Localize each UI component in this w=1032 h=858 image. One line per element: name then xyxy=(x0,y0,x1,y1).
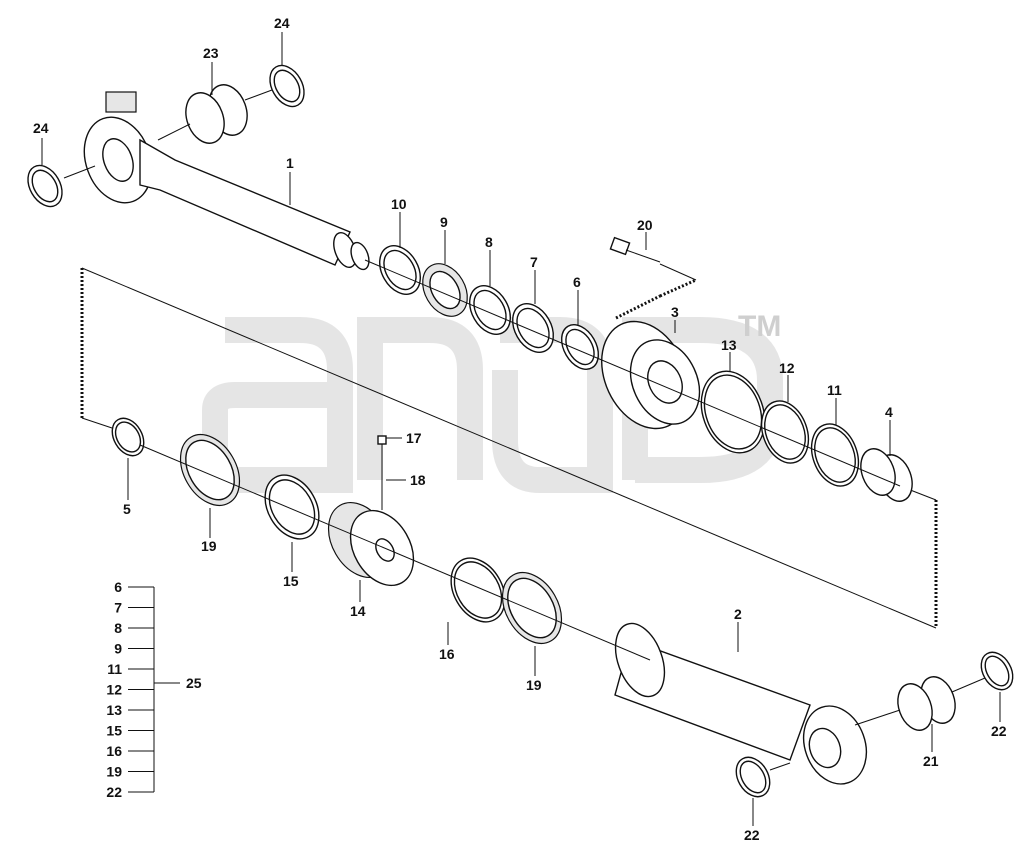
cylinder-barrel-part-2 xyxy=(614,622,868,785)
callout-13: 13 xyxy=(721,337,737,353)
kit-item-16: 16 xyxy=(106,743,122,759)
callout-19-left: 19 xyxy=(201,538,217,554)
callout-24-top: 24 xyxy=(274,15,290,31)
kit-item-6: 6 xyxy=(114,579,122,595)
callout-16: 16 xyxy=(439,646,455,662)
callout-22-right: 22 xyxy=(991,723,1007,739)
seal-ring-part-22-bottom xyxy=(735,756,771,798)
kit-item-9: 9 xyxy=(114,641,122,657)
callout-7: 7 xyxy=(530,254,538,270)
seal-rings-upper xyxy=(379,245,600,370)
assembly-frame-lines xyxy=(80,263,938,629)
trademark-text: TM xyxy=(738,310,781,343)
kit-item-12: 12 xyxy=(106,682,122,698)
callout-6: 6 xyxy=(573,274,581,290)
axis-lines xyxy=(63,89,986,771)
callout-leaders xyxy=(41,32,1001,826)
screw-part-17-18 xyxy=(377,435,387,510)
callout-2: 2 xyxy=(734,606,742,622)
seal-rings-lower xyxy=(111,417,563,644)
callout-5: 5 xyxy=(123,501,131,517)
callout-11: 11 xyxy=(827,382,842,398)
kit-item-8: 8 xyxy=(114,620,122,636)
callout-23: 23 xyxy=(203,45,219,61)
callout-15: 15 xyxy=(283,573,299,589)
callout-1: 1 xyxy=(286,155,294,171)
callout-21: 21 xyxy=(923,753,939,769)
callout-14: 14 xyxy=(350,603,366,619)
cylinder-head-part-3 xyxy=(601,320,701,430)
piston-rod-part xyxy=(83,91,370,271)
callout-labels: 24 23 24 1 10 9 8 7 6 20 3 13 12 11 4 17… xyxy=(33,15,1007,843)
callout-20: 20 xyxy=(637,217,653,233)
callout-12: 12 xyxy=(779,360,795,376)
kit-item-19: 19 xyxy=(106,764,122,780)
kit-item-13: 13 xyxy=(106,702,122,718)
kit-item-7: 7 xyxy=(114,600,122,616)
callout-3: 3 xyxy=(671,304,679,320)
bushing-part-23 xyxy=(185,84,248,144)
kit-item-15: 15 xyxy=(106,723,122,739)
callout-18: 18 xyxy=(410,472,426,488)
callout-17: 17 xyxy=(406,430,422,446)
callout-8: 8 xyxy=(485,234,493,250)
kit-item-22: 22 xyxy=(106,784,122,800)
callout-4: 4 xyxy=(885,404,893,420)
kit-label: 25 xyxy=(186,675,202,691)
seal-rings-right xyxy=(700,370,913,502)
bushing-part-21 xyxy=(897,676,956,731)
bolt-part-20 xyxy=(609,236,661,263)
seal-ring-part-22-right xyxy=(980,651,1014,691)
piston-part-14 xyxy=(327,502,415,587)
callout-10: 10 xyxy=(391,196,407,212)
kit-items: 6 7 8 9 11 12 13 15 16 19 22 xyxy=(106,579,122,800)
seal-ring-part-24-left xyxy=(27,164,63,208)
callout-22-bottom: 22 xyxy=(744,827,760,843)
callout-24-left: 24 xyxy=(33,120,49,136)
callout-9: 9 xyxy=(440,214,448,230)
kit-ticks xyxy=(128,586,154,793)
callout-19-right: 19 xyxy=(526,677,542,693)
kit-item-11: 11 xyxy=(107,661,122,677)
seal-ring-part-24-top xyxy=(269,64,305,108)
kit-bracket: 6 7 8 9 11 12 13 15 16 19 22 25 xyxy=(106,579,201,800)
